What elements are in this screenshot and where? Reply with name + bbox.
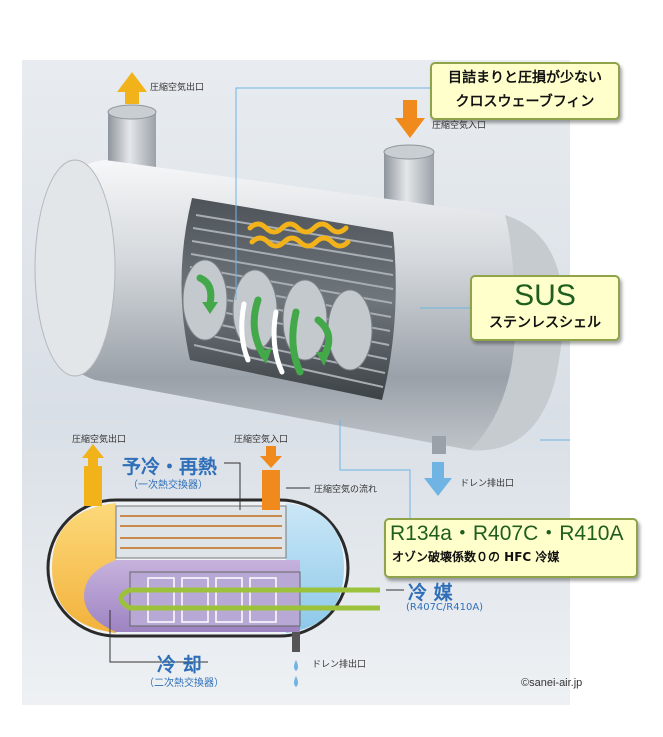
refrigerant-sub-label: (R407C/R410A) [406, 602, 484, 613]
upper-drain-label: ドレン排出口 [460, 479, 515, 489]
cooling-sub-label: （二次熱交換器） [144, 678, 224, 689]
fin-line-2: クロスウェーブフィン [455, 94, 595, 110]
lower-schematic [46, 444, 404, 687]
arrow-down-icon [260, 446, 282, 468]
arrow-up-icon [82, 444, 104, 466]
upper-shell-illustration [34, 72, 570, 518]
arrow-up-icon [117, 72, 147, 104]
lower-air-outlet-label: 圧縮空気出口 [72, 435, 127, 445]
upper-air-inlet-label: 圧縮空気入口 [432, 121, 487, 131]
refrigerant-callout: R134a・R407C・R410A オゾン破壊係数０の HFC 冷媒 [384, 518, 638, 578]
refrigerant-title: R134a・R407C・R410A [390, 522, 624, 545]
water-drop-icon [294, 660, 298, 687]
refrigerant-subtitle: オゾン破壊係数０の HFC 冷媒 [392, 550, 560, 564]
cooling-label: 冷 却 [157, 654, 202, 676]
air-flow-label: 圧縮空気の流れ [314, 485, 378, 495]
wave-heat-icon [247, 221, 351, 249]
lower-air-inlet-label: 圧縮空気入口 [234, 435, 289, 445]
upper-air-outlet-label: 圧縮空気出口 [150, 83, 205, 93]
arrow-down-icon [395, 100, 425, 138]
sus-subtitle: ステンレスシェル [489, 315, 601, 331]
lower-drain-label: ドレン排出口 [312, 660, 367, 670]
refrigerant-label: 冷 媒 [408, 582, 453, 604]
precool-reheat-label: 予冷・再熱 [122, 456, 218, 478]
sus-callout: SUS ステンレスシェル [470, 275, 620, 341]
fin-callout: 目詰まりと圧損が少ない クロスウェーブフィン [430, 62, 620, 120]
sus-title: SUS [514, 279, 576, 312]
credit-text: ©sanei-air.jp [521, 677, 583, 689]
fin-line-1: 目詰まりと圧損が少ない [448, 70, 602, 86]
arrow-down-icon [424, 462, 452, 496]
precool-sub-label: （一次熱交換器） [128, 480, 208, 491]
